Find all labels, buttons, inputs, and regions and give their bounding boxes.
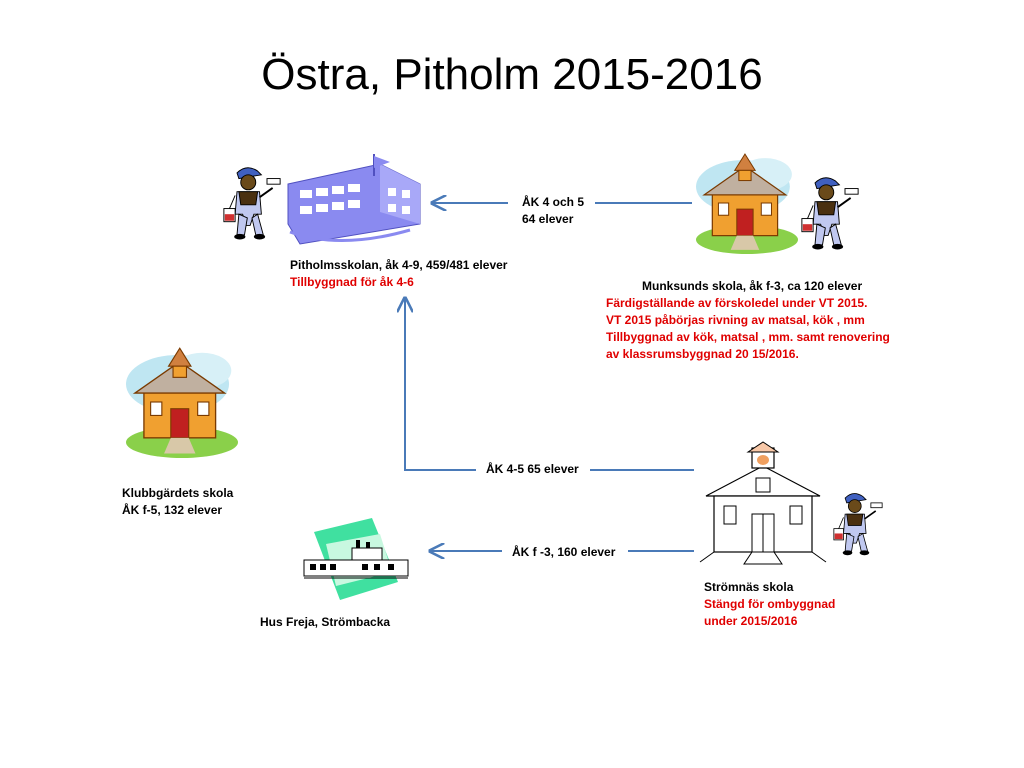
arrow-label-stromnas-freja: ÅK f -3, 160 elever — [512, 545, 616, 559]
outline-schoolhouse-icon — [699, 441, 827, 565]
munksund-note-4: av klassrumsbyggnad 20 15/2016. — [606, 347, 799, 361]
arrow-label-stromnas-pitholm: ÅK 4-5 65 elever — [486, 462, 579, 476]
klubbgardet-name: Klubbgärdets skola — [122, 486, 234, 500]
stromnas-name: Strömnäs skola — [704, 580, 794, 594]
page-title: Östra, Pitholm 2015-2016 — [261, 50, 763, 99]
stromnas-note-1: Stängd för ombyggnad — [704, 597, 836, 611]
munksund-name: Munksunds skola, åk f-3, ca 120 elever — [642, 279, 863, 293]
stromnas-note-2: under 2015/2016 — [704, 614, 798, 628]
pitholmsskolan-label: Pitholmsskolan, åk 4-9, 459/481 elever T… — [290, 257, 507, 291]
schoolhouse-icon — [695, 153, 799, 255]
pitholmsskolan-name: Pitholmsskolan, åk 4-9, 459/481 elever — [290, 258, 508, 272]
klubbgardet-count: ÅK f-5, 132 elever — [122, 503, 223, 517]
arrow-label-line-2: 64 elever — [522, 212, 574, 226]
stromnas-label: Strömnäs skola Stängd för ombyggnad unde… — [704, 579, 835, 630]
arrow-label-line-1: ÅK 4 och 5 — [522, 195, 585, 209]
freja-label: Hus Freja, Strömbacka — [260, 615, 391, 629]
large-school-building-icon — [287, 154, 421, 245]
munksund-note-1: Färdigställande av förskoledel under VT … — [606, 296, 868, 310]
building-icon — [303, 518, 409, 600]
pitholmsskolan-note: Tillbyggnad för åk 4-6 — [290, 275, 414, 289]
munksund-label: Munksunds skola, åk f-3, ca 120 elever F… — [606, 278, 890, 363]
arrow-stromnas-to-pitholm-left — [405, 298, 476, 471]
klubbgardet-label: Klubbgärdets skola ÅK f-5, 132 elever — [122, 485, 233, 519]
worker-icon — [800, 176, 860, 251]
munksund-note-3: Tillbyggnad av kök, matsal , mm. samt re… — [606, 330, 890, 344]
worker-icon — [833, 492, 883, 557]
schoolhouse-icon — [125, 347, 239, 459]
munksund-note-2: VT 2015 påbörjas rivning av matsal, kök … — [606, 313, 865, 327]
arrow-label-munksund-pitholm: ÅK 4 och 5 64 elever — [522, 194, 584, 228]
worker-icon — [222, 166, 282, 241]
